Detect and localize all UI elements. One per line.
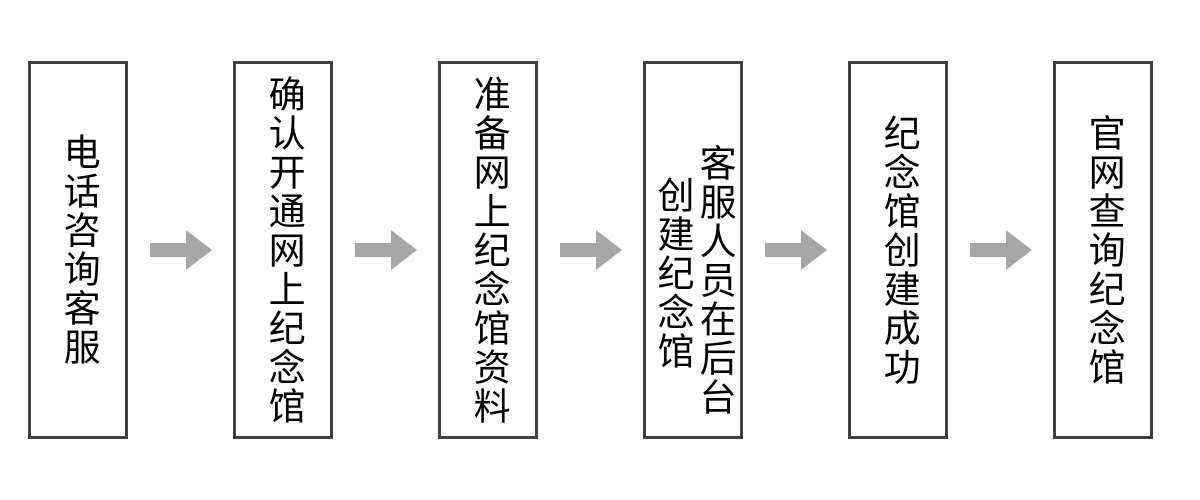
step-label-prepare-materials: 准备网上纪念馆资料 — [467, 74, 511, 426]
step-label-staff-create-col2: 创建纪念馆 — [651, 176, 694, 371]
arrow-right-icon — [354, 230, 417, 270]
step-label-confirm-open: 确认开通网上纪念馆 — [262, 74, 306, 426]
connector-1 — [128, 61, 233, 439]
step-label-staff-create-col1: 客服人员在后台 — [693, 144, 737, 417]
arrow-right-icon — [149, 230, 212, 270]
step-label-phone-consult: 电话咨询客服 — [57, 133, 101, 367]
step-box-prepare-materials[interactable]: 准备网上纪念馆资料 — [438, 61, 538, 439]
step-box-create-success[interactable]: 纪念馆创建成功 — [848, 61, 948, 439]
connector-3 — [538, 61, 643, 439]
arrow-right-icon — [764, 230, 827, 270]
step-box-confirm-open[interactable]: 确认开通网上纪念馆 — [233, 61, 333, 439]
step-box-query-official-site[interactable]: 官网查询纪念馆 — [1053, 61, 1153, 439]
arrow-right-icon — [559, 230, 622, 270]
arrow-right-icon — [969, 230, 1032, 270]
connector-5 — [948, 61, 1053, 439]
step-label-query-official-site: 官网查询纪念馆 — [1082, 113, 1126, 387]
step-box-staff-create[interactable]: 客服人员在后台 创建纪念馆 — [643, 61, 743, 439]
step-label-create-success: 纪念馆创建成功 — [877, 113, 921, 387]
connector-4 — [743, 61, 848, 439]
connector-2 — [333, 61, 438, 439]
step-box-phone-consult[interactable]: 电话咨询客服 — [28, 61, 128, 439]
